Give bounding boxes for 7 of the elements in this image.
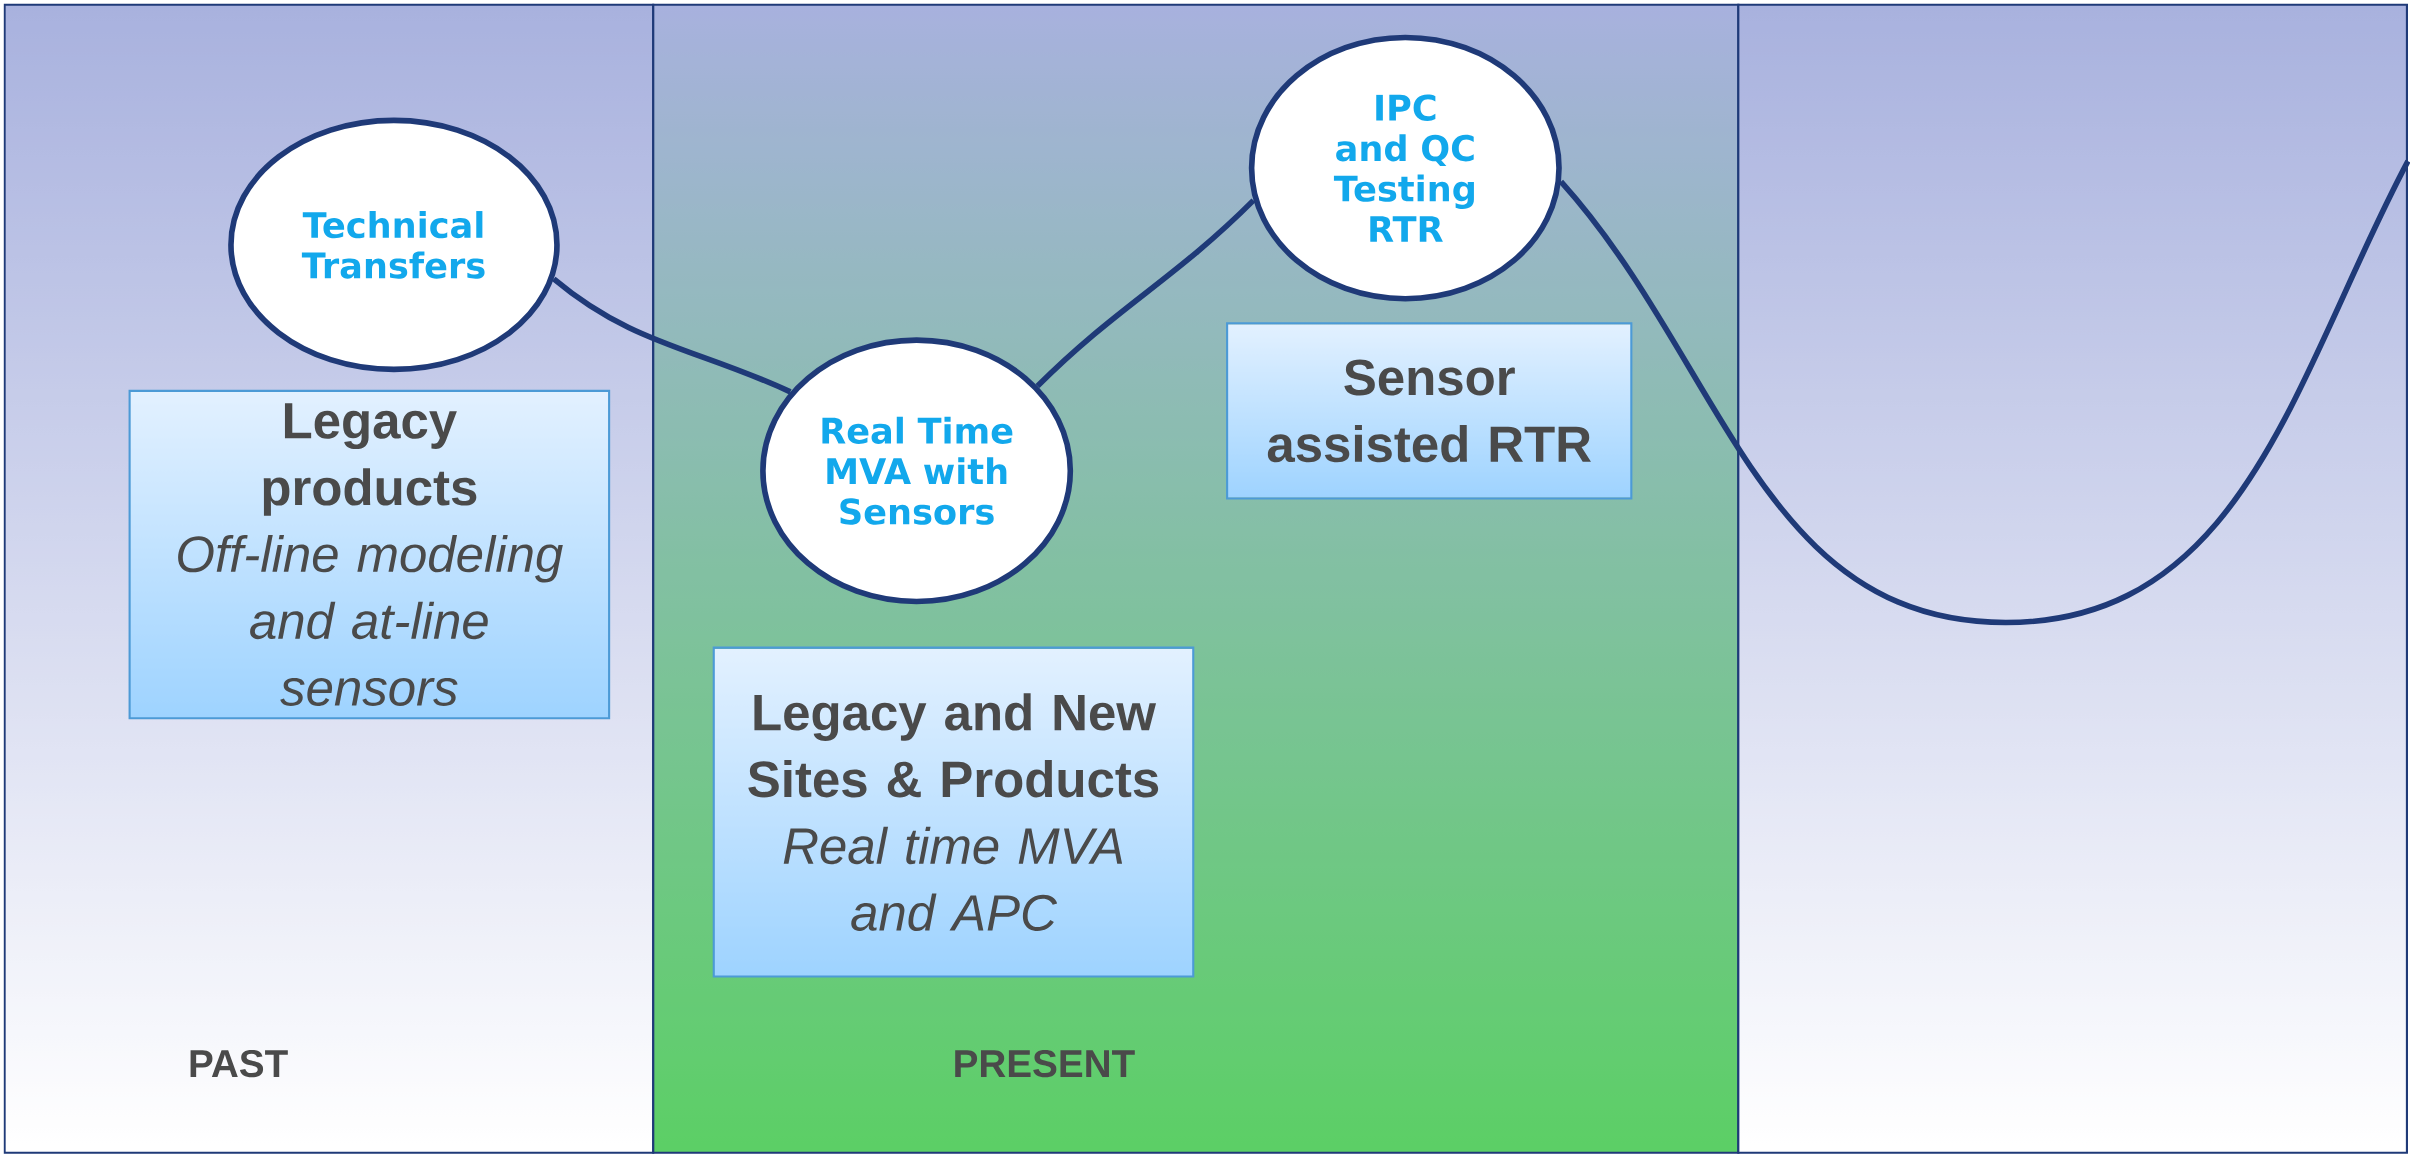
curve-line	[552, 276, 792, 395]
text-box: Legacy products Off-line modeling and at-line sensors	[128, 389, 611, 720]
curve-line	[1558, 160, 2410, 626]
text-box: Legacy and New Sites & Products Real time MVA and APC	[712, 646, 1195, 978]
period-panel	[1737, 3, 2408, 1154]
text-box: Sensor assisted RTR	[1226, 322, 1633, 500]
curve-line	[1035, 198, 1256, 389]
